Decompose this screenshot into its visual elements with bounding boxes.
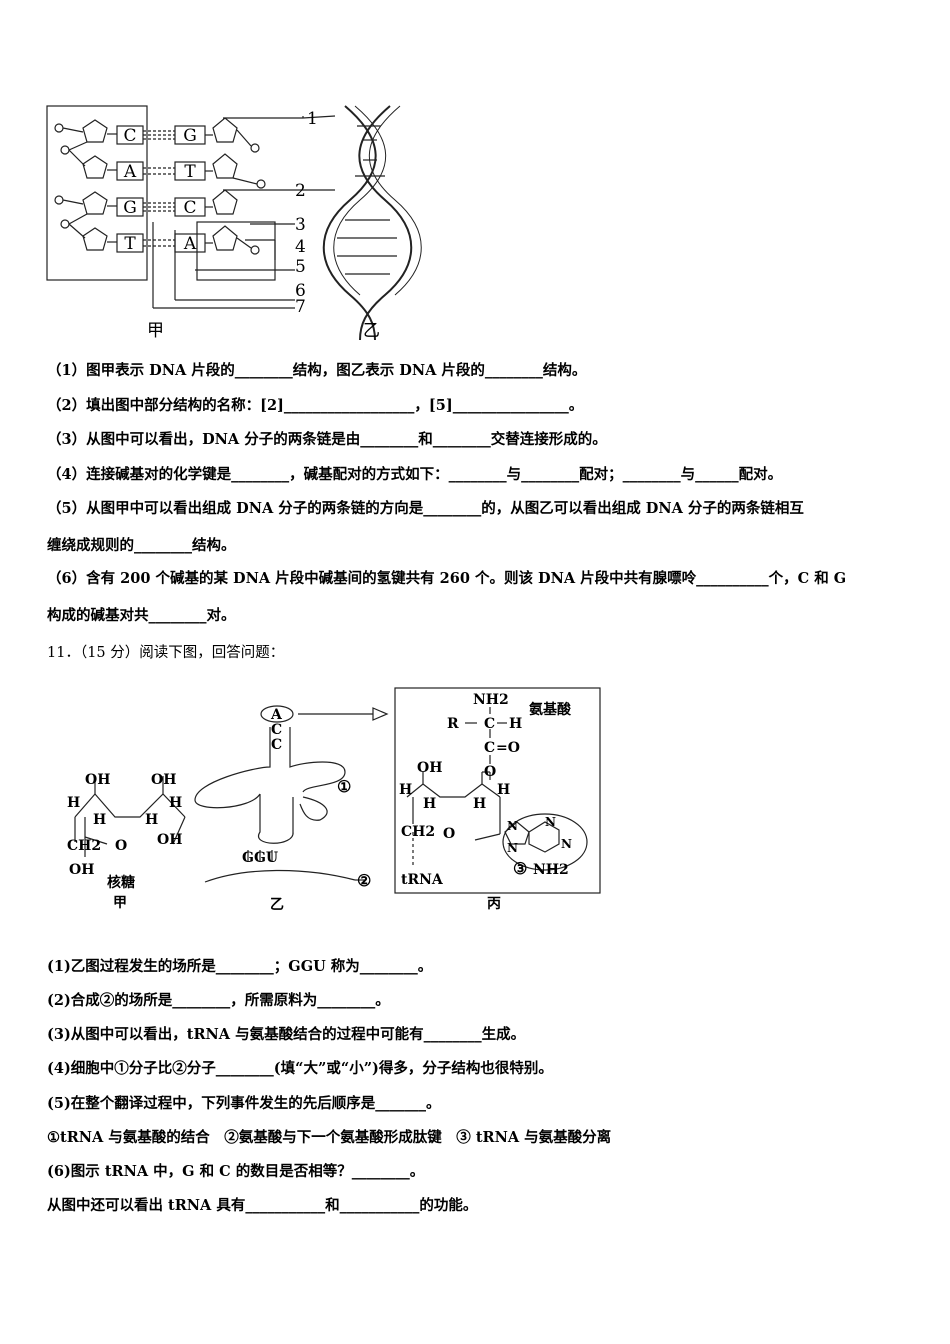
bing-n4: N: [561, 837, 572, 851]
q10-line-1: （1）图甲表示 DNA 片段的________结构，图乙表示 DNA 片段的__…: [47, 362, 587, 379]
bing-o1: O: [484, 764, 496, 780]
base-right-2: T: [184, 162, 196, 182]
label-3: 3: [295, 215, 306, 235]
yi-c1: C: [271, 722, 282, 738]
jia-o: O: [115, 838, 127, 854]
label-6: 6: [295, 281, 306, 301]
bing-ch2: CH2: [401, 824, 435, 840]
jia-h3: H: [145, 812, 158, 828]
jia-ch2: CH2: [67, 838, 101, 854]
label-5: 5: [295, 257, 306, 277]
yi-anticodon: GGU: [242, 850, 278, 866]
label-7: 7: [295, 297, 306, 317]
bing-c: C: [484, 716, 495, 732]
trna-figure: OH OH H H H H CH2 O OH OH 核糖 甲 A C C GGU…: [67, 687, 601, 913]
q11-line-4: (4)细胞中①分子比②分子________(填“大”或“小”)得多，分子结构也很…: [47, 1060, 553, 1077]
label-yi: 乙: [363, 321, 380, 341]
bing-h2: H: [423, 796, 436, 812]
q11-line-2: (2)合成②的场所是________，所需原料为________。: [47, 992, 390, 1009]
q11-line-6: ①tRNA 与氨基酸的结合 ②氨基酸与下一个氨基酸形成肽键 ③ tRNA 与氨基…: [47, 1129, 612, 1146]
base-left-3: G: [123, 198, 137, 218]
bing-trna: tRNA: [401, 872, 444, 888]
bing-nh2: NH2: [473, 692, 509, 708]
bing-h3: H: [473, 796, 486, 812]
q11-line-1: (1)乙图过程发生的场所是________；GGU 称为________。: [47, 958, 433, 975]
q11-header: 11．（15 分）阅读下图，回答问题：: [47, 645, 285, 661]
label-4: 4: [295, 237, 306, 257]
jia-h1: H: [67, 795, 80, 811]
yi-a: A: [270, 707, 283, 723]
yi-mark1: ①: [337, 777, 351, 796]
jia-name: 核糖: [107, 874, 135, 891]
jia-oh3: OH: [157, 832, 182, 848]
jia-h4: H: [169, 795, 182, 811]
bing-c2: C: [484, 740, 495, 756]
bing-amino-acid: 氨基酸: [529, 701, 572, 718]
q10-line-8: 构成的碱基对共________对。: [47, 607, 236, 624]
jia-oh2: OH: [151, 772, 176, 788]
q11-line-7: (6)图示 tRNA 中，G 和 C 的数目是否相等？________。: [47, 1163, 425, 1180]
bing-nh2b: NH2: [533, 862, 569, 878]
bing-r: R: [447, 716, 459, 732]
bing-h4: H: [497, 782, 510, 798]
q11-line-5: (5)在整个翻译过程中，下列事件发生的先后顺序是_______。: [47, 1095, 441, 1112]
label-jia: 甲: [147, 321, 164, 341]
q10-line-6: 缠绕成规则的________结构。: [47, 537, 236, 554]
jia-h2: H: [93, 812, 106, 828]
q10-line-3: （3）从图中可以看出，DNA 分子的两条链是由________和________…: [47, 431, 607, 448]
base-left-4: T: [124, 234, 136, 254]
q11-line-8: 从图中还可以看出 tRNA 具有___________和___________的…: [47, 1197, 478, 1214]
bing-h1: H: [399, 782, 412, 798]
q10-line-2: （2）填出图中部分结构的名称：[2]__________________，[5]…: [47, 397, 584, 414]
q10-line-4: （4）连接碱基对的化学键是________，碱基配对的方式如下：________…: [47, 466, 783, 483]
bing-label: 丙: [487, 896, 501, 912]
q11-line-3: (3)从图中可以看出，tRNA 与氨基酸结合的过程中可能有________生成。: [47, 1026, 526, 1043]
bing-n2: N: [507, 841, 518, 855]
bing-mark3: ③: [513, 859, 527, 878]
base-left-1: C: [123, 126, 136, 146]
jia-label: 甲: [113, 895, 127, 911]
label-1: 1: [307, 109, 318, 129]
bing-oh: OH: [417, 760, 442, 776]
base-left-2: A: [123, 162, 137, 182]
bing-o2: O: [443, 826, 455, 842]
yi-c2: C: [271, 737, 282, 753]
yi-mark2: ②: [357, 871, 371, 890]
base-right-4: A: [183, 234, 197, 254]
q10-line-7: （6）含有 200 个碱基的某 DNA 片段中碱基间的氢键共有 260 个。则该…: [47, 570, 847, 587]
label-2: 2: [295, 181, 306, 201]
bing-n1: N: [507, 819, 518, 833]
bing-n3: N: [545, 815, 556, 829]
base-right-1: G: [183, 126, 197, 146]
yi-label: 乙: [270, 897, 284, 913]
bing-eq-o: =O: [496, 740, 520, 756]
q10-line-5: （5）从图甲中可以看出组成 DNA 分子的两条链的方向是________的，从图…: [47, 500, 804, 517]
jia-oh4: OH: [69, 862, 94, 878]
jia-oh1: OH: [85, 772, 110, 788]
dna-structure-figure: C A G T G T C A 1 2 3 4 5 6 7 甲 乙: [46, 105, 422, 341]
base-right-3: C: [183, 198, 196, 218]
bing-h: H: [509, 716, 522, 732]
